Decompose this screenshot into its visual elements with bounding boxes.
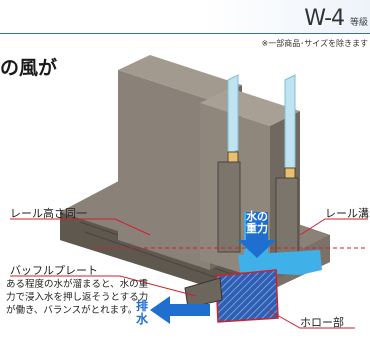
- header-rule: [0, 33, 370, 34]
- drain-label: 排 水: [136, 299, 149, 326]
- right-glazing-bead: [284, 167, 296, 179]
- gravity-arrow: [238, 212, 276, 258]
- header-bar: [0, 0, 370, 34]
- left-glazing-bead: [227, 151, 239, 163]
- left-channel: [217, 161, 241, 253]
- callout-rail-right: レール溝: [325, 207, 369, 220]
- right-glass: [284, 74, 296, 173]
- baffle-leader: [10, 275, 197, 297]
- baffle-plate: [184, 277, 223, 309]
- left-sash-top: [118, 55, 242, 100]
- rail-right-leader: [299, 218, 368, 236]
- right-sash-top: [200, 88, 300, 126]
- header-fade: [0, 0, 370, 33]
- rail-height-leader: [10, 218, 151, 236]
- left-glass: [227, 74, 239, 156]
- callout-rail-height: レール高さ同一: [10, 207, 87, 220]
- callout-hollow-part: ホロー部: [300, 316, 344, 329]
- water-gravity-label: 水の 重力: [246, 210, 268, 235]
- grade-suffix: 等級: [349, 18, 368, 28]
- right-channel: [275, 177, 299, 259]
- left-sash-front: [118, 70, 210, 270]
- hollow-chamber: [215, 269, 279, 323]
- hollow-leader: [267, 309, 355, 329]
- drain-arrow: [150, 296, 210, 324]
- baffle-description: ある程度の水が溜まると、水の重力で浸入水を押し返そうとする力が働き、バランスがと…: [6, 279, 149, 316]
- callout-baffle-plate: バッフルプレート: [10, 264, 98, 277]
- headline: の風が: [0, 57, 58, 79]
- exclusion-note: ※一部商品･サイズを除きます: [261, 39, 368, 48]
- grade-label: W-4: [304, 6, 345, 31]
